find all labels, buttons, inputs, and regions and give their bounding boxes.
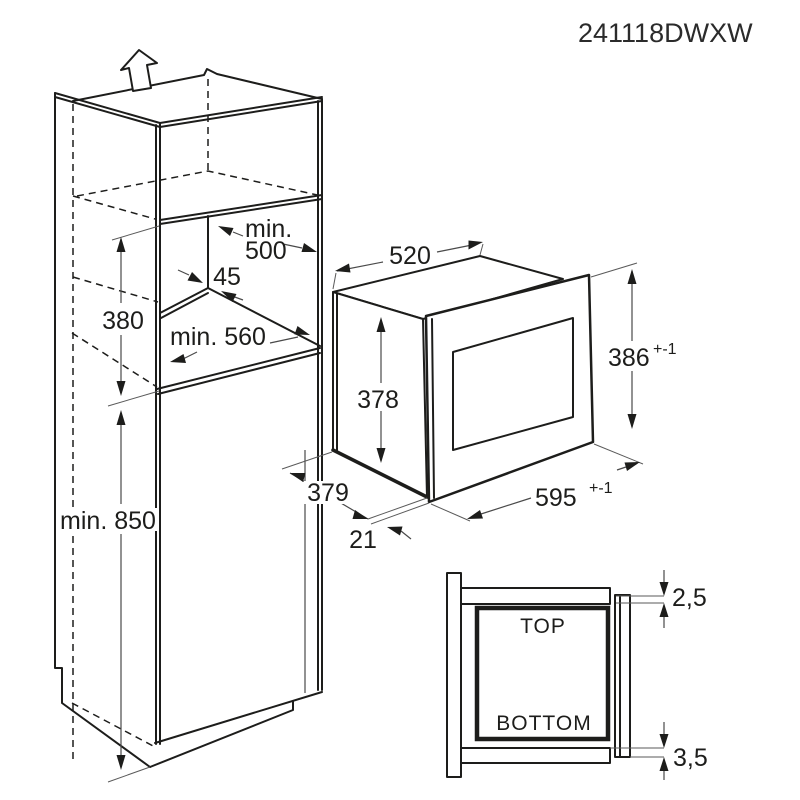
detail-leader-lines	[610, 595, 664, 758]
cabinet-top-front-rim	[159, 96, 323, 128]
dim-ext-595	[430, 503, 471, 522]
oven-overhang-label: 21	[349, 526, 377, 554]
cabinet-bottom-front-edge	[154, 691, 323, 744]
dim-stem-21	[400, 530, 412, 540]
cabinet-hidden-plinth-edge	[71, 702, 156, 748]
cabinet-drawing	[54, 49, 323, 768]
detail-appliance-box	[474, 605, 611, 742]
frame-width-label: 595	[535, 484, 577, 512]
oven-door-panel	[424, 273, 595, 504]
oven-width-label: 520	[389, 242, 431, 270]
detail-drawing: TOP BOTTOM 2,5 3,5	[446, 570, 708, 780]
cabinet-plinth-edge	[149, 700, 294, 768]
oven-drawing	[331, 255, 595, 504]
niche-depth-label: min. 560	[170, 323, 266, 351]
cabinet-hidden-niche-floor-edge	[72, 276, 159, 303]
detail-top-clearance-label: 2,5	[672, 584, 707, 612]
cabinet-top-back-rim	[72, 68, 323, 102]
dim-line-560	[182, 336, 299, 360]
detail-top-label: TOP	[520, 615, 566, 638]
dim-ext-850	[107, 766, 151, 783]
dim-ext-379-21	[281, 451, 430, 525]
cabinet-left-panel-top-edge	[54, 92, 161, 128]
cabinet-niche-floor-front-edge	[159, 287, 209, 319]
arrowheads	[116, 226, 640, 770]
cabinet-hidden-shelf-edge	[71, 332, 158, 388]
detail-arrowheads	[659, 582, 669, 771]
detail-bottom-label: BOTTOM	[496, 712, 591, 735]
cabinet-front-left-edge	[155, 122, 161, 745]
label-backgrounds	[58, 246, 678, 531]
frame-height-label: 386	[608, 344, 650, 372]
detail-cabinet-wall	[446, 572, 462, 778]
niche-width-value-label: 500	[245, 237, 287, 265]
model-number: 241118DWXW	[578, 18, 753, 48]
detail-front-frame	[614, 594, 631, 758]
side-clearance-label: 45	[213, 263, 241, 291]
oven-door-window	[452, 317, 574, 451]
cabinet-hidden-box-bottom-edges	[76, 170, 323, 197]
oven-bottom-edge	[331, 448, 429, 499]
dim-ext-386	[590, 262, 644, 465]
detail-top-shelf	[460, 587, 611, 605]
floor-height-label: min. 850	[60, 507, 156, 535]
cabinet-niche-top-edge	[159, 194, 323, 225]
dim-stems-500	[232, 231, 303, 249]
dim-ext-520	[332, 243, 484, 290]
detail-bottom-shelf	[460, 747, 611, 764]
dim-line-595	[480, 466, 627, 515]
frame-width-tolerance: +-1	[589, 480, 613, 497]
cabinet-left-panel-outline	[54, 92, 151, 768]
cabinet-hidden-bottom-front-edge	[72, 195, 156, 220]
up-arrow-icon	[120, 49, 158, 92]
cabinet-lower-top-edge	[156, 347, 321, 395]
niche-width-min-label: min.	[245, 215, 292, 243]
oven-height-label: 378	[357, 386, 399, 414]
detail-bottom-clearance-label: 3,5	[673, 744, 708, 772]
oven-door-edge-inner	[431, 318, 435, 499]
cabinet-right-edge	[317, 98, 323, 691]
niche-height-label: 380	[102, 307, 144, 335]
oven-depth-label: 379	[307, 479, 349, 507]
dim-ext-380	[107, 225, 160, 407]
cabinet-niche-floor-side-edge	[207, 287, 321, 347]
frame-height-tolerance: +-1	[653, 341, 677, 358]
